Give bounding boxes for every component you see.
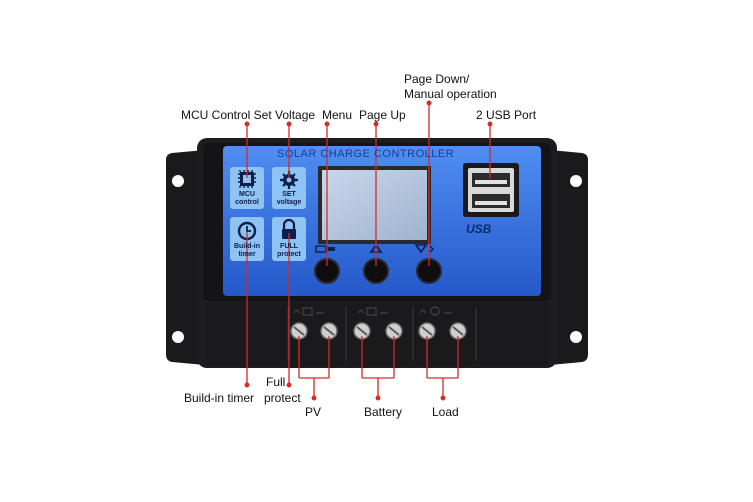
label-menu: Menu — [322, 108, 353, 122]
label-page-down: Page Down/ — [404, 72, 470, 86]
label-page-up: Page Up — [359, 108, 406, 122]
left-mount-flange — [166, 150, 205, 365]
terminal-screws — [290, 322, 467, 340]
label-pv: PV — [305, 405, 322, 419]
label-load: Load — [432, 405, 459, 419]
terminal-block — [206, 303, 548, 365]
label-full: Full — [266, 375, 286, 389]
right-mount-flange — [550, 150, 588, 365]
label-mcu-set-voltage: MCU Control Set Voltage — [181, 108, 316, 122]
usb-badge: USB — [466, 222, 492, 236]
label-manual-operation: Manual operation — [404, 87, 497, 101]
label-usb-port: 2 USB Port — [476, 108, 537, 122]
lcd-screen — [322, 170, 427, 240]
label-protect: protect — [264, 391, 301, 405]
mcu-icon — [238, 170, 256, 188]
down-glyph — [414, 244, 428, 254]
label-build-in-timer: Build-in timer — [184, 391, 255, 405]
callout-lines — [244, 100, 493, 401]
panel-header: SOLAR CHARGE CONTROLLER — [277, 148, 455, 160]
label-battery: Battery — [364, 405, 403, 419]
menu-glyph — [315, 245, 335, 253]
